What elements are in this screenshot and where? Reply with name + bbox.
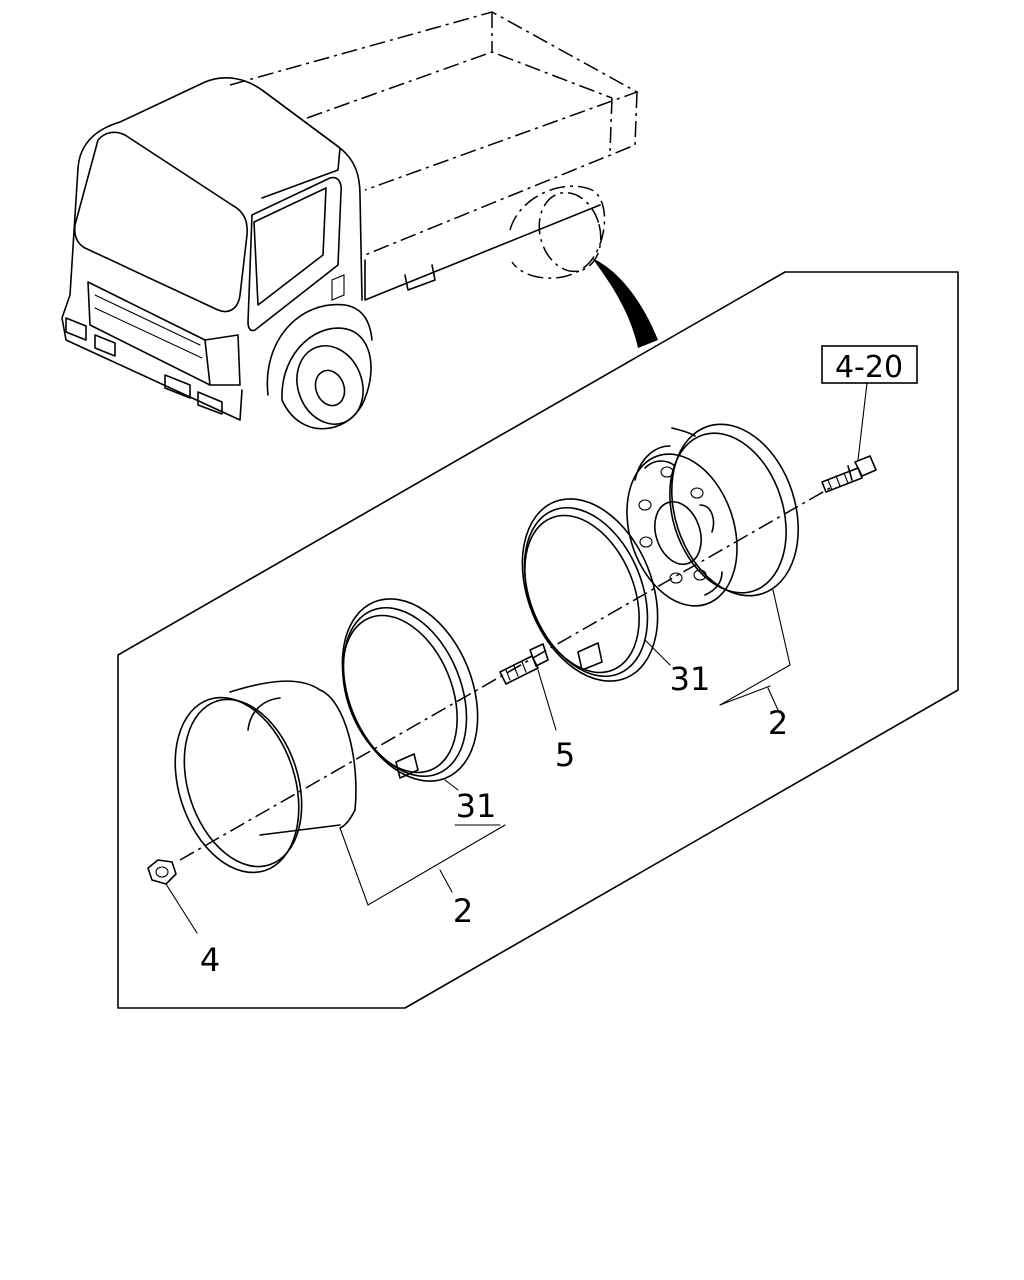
reference-box-label: 4-20 xyxy=(835,350,903,385)
disc-wheel-inner xyxy=(626,423,800,607)
callout-wheel-lower: 2 xyxy=(453,892,473,930)
side-ring-outer xyxy=(341,598,479,782)
callout-leaders xyxy=(165,589,791,934)
callout-ring-upper: 31 xyxy=(670,660,711,698)
wheel-rim-outer xyxy=(174,680,357,874)
detail-frame xyxy=(117,271,959,1009)
wheel-nut xyxy=(147,859,177,885)
callout-ring-lower: 31 xyxy=(456,787,497,825)
callout-valve: 5 xyxy=(555,736,575,774)
reference-box: 4-20 xyxy=(821,345,918,461)
side-ring-inner xyxy=(521,498,659,682)
callout-wheel-upper: 2 xyxy=(768,704,788,742)
truck-illustration xyxy=(61,11,658,430)
assembly-centerline xyxy=(179,487,831,861)
hub-bolt xyxy=(821,455,877,493)
callout-nut: 4 xyxy=(200,941,220,979)
valve xyxy=(499,643,549,685)
